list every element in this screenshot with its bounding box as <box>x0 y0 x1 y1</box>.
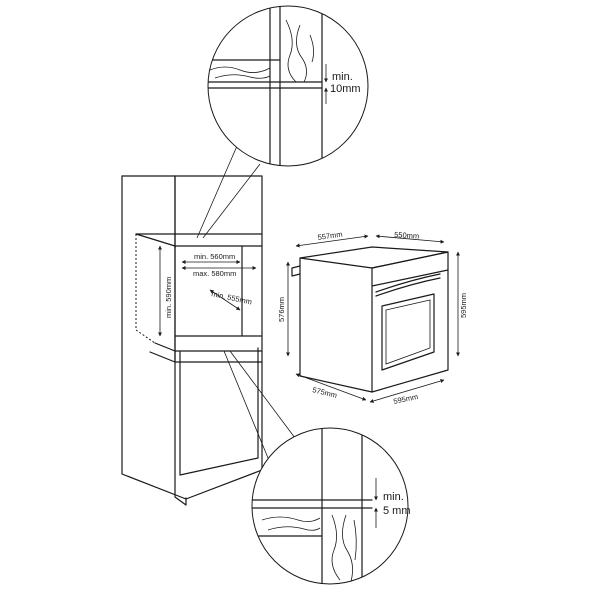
wood-grain <box>309 34 314 63</box>
niche-inner-right <box>241 245 263 337</box>
tall-cabinet <box>121 175 263 506</box>
niche-width-max-label: max. 580mm <box>193 269 236 278</box>
wood-grain <box>261 516 321 522</box>
oven-body-height-label: 576mm <box>277 297 286 322</box>
oven-top-depth-label: 557mm <box>317 230 343 242</box>
top-gap-value-label: 10mm <box>330 83 361 95</box>
oven-top-surface <box>299 246 449 269</box>
oven-top-depth-line <box>295 234 369 248</box>
wood-grain <box>296 24 307 83</box>
oven-depth-label: 575mm <box>312 385 338 400</box>
wood-grain <box>267 526 321 531</box>
wood-grain <box>353 519 357 561</box>
oven-left-side <box>299 257 373 393</box>
top-detail: min. 10mm <box>207 5 369 167</box>
oven-top-width-line <box>375 234 445 244</box>
wood-grain <box>214 74 271 79</box>
wood-grain <box>285 19 297 83</box>
top-leader-right <box>202 163 261 239</box>
shelf-front <box>149 351 263 363</box>
bottom-leader-right <box>229 350 296 439</box>
cabinet-outline <box>121 175 187 506</box>
bottom-leader-left <box>223 350 269 459</box>
cabinet-right-edge <box>174 175 263 457</box>
oven-unit <box>291 246 449 393</box>
top-gap-min-label: min. <box>332 71 353 83</box>
oven-front-width-line <box>369 379 445 403</box>
wood-grain <box>209 66 271 73</box>
oven-top-width-label: 550mm <box>394 230 420 241</box>
detail-leaders <box>196 145 296 459</box>
oven-handle-lower <box>375 277 441 297</box>
cabinet-left-side <box>121 175 187 500</box>
oven-mount-tab <box>291 265 301 277</box>
top-leader-left <box>196 145 238 239</box>
niche-floor-front <box>154 342 263 352</box>
oven-front-height-label: 595mm <box>459 293 468 318</box>
niche-width-min-label: min. 560mm <box>194 252 235 261</box>
oven-control-strip <box>371 269 449 287</box>
oven-dimensions: 557mm 550mm 576mm 595mm 575mm 595mm <box>277 230 468 406</box>
niche-left-dashed <box>135 234 156 344</box>
oven-door-window <box>381 293 435 371</box>
oven-handle <box>375 273 441 293</box>
wood-grain <box>331 514 341 581</box>
oven-door-window-inner <box>385 299 431 365</box>
bottom-detail-circle <box>251 427 409 585</box>
niche-depth-line <box>209 289 241 311</box>
bottom-detail: min. 5 mm <box>251 427 411 585</box>
bottom-gap-min-label: min. <box>383 491 404 503</box>
niche-depth-label: min. 555mm <box>211 289 253 306</box>
wood-grain <box>342 514 353 584</box>
lower-door <box>179 347 259 476</box>
cabinet-bottom <box>185 455 263 500</box>
top-detail-circle <box>207 5 369 167</box>
oven-depth-line <box>295 373 367 401</box>
bottom-gap-value-label: 5 mm <box>383 505 411 517</box>
niche-height-label: min. 590mm <box>164 277 173 318</box>
